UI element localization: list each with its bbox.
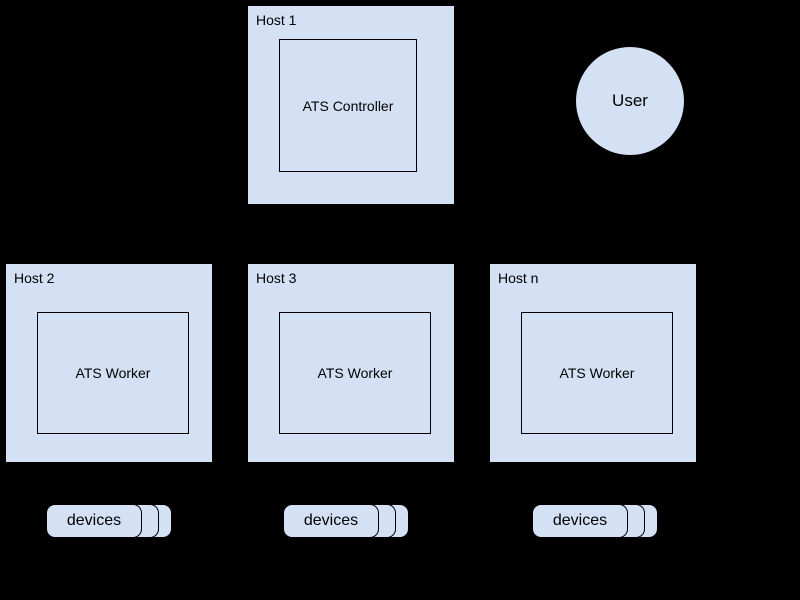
ats-worker-label-host-n: ATS Worker xyxy=(559,365,635,381)
devices-stack-host-2: devices xyxy=(46,504,172,544)
devices-card-front: devices xyxy=(532,504,628,538)
host-box-host-1: Host 1 ATS Controller xyxy=(247,5,455,205)
user-label: User xyxy=(612,91,648,110)
ats-worker-box-host-n: ATS Worker xyxy=(521,312,673,434)
host-label-host-2: Host 2 xyxy=(14,270,55,286)
devices-card-front: devices xyxy=(283,504,379,538)
host-box-host-n: Host n ATS Worker xyxy=(489,263,697,463)
host-label-host-1: Host 1 xyxy=(256,12,297,28)
ats-worker-box-host-2: ATS Worker xyxy=(37,312,189,434)
host-label-host-3: Host 3 xyxy=(256,270,297,286)
devices-stack-host-3: devices xyxy=(283,504,409,544)
user-node: User xyxy=(575,46,685,156)
devices-stack-host-n: devices xyxy=(532,504,658,544)
host-box-host-3: Host 3 ATS Worker xyxy=(247,263,455,463)
ats-controller-box: ATS Controller xyxy=(279,39,417,172)
ats-worker-label-host-3: ATS Worker xyxy=(317,365,393,381)
devices-card-front: devices xyxy=(46,504,142,538)
devices-label-host-2: devices xyxy=(66,512,122,529)
ats-worker-box-host-3: ATS Worker xyxy=(279,312,431,434)
ats-worker-label-host-2: ATS Worker xyxy=(75,365,151,381)
devices-label-host-3: devices xyxy=(303,512,359,529)
host-label-host-n: Host n xyxy=(498,270,539,286)
ats-controller-label: ATS Controller xyxy=(302,97,394,114)
devices-label-host-n: devices xyxy=(552,512,608,529)
host-box-host-2: Host 2 ATS Worker xyxy=(5,263,213,463)
